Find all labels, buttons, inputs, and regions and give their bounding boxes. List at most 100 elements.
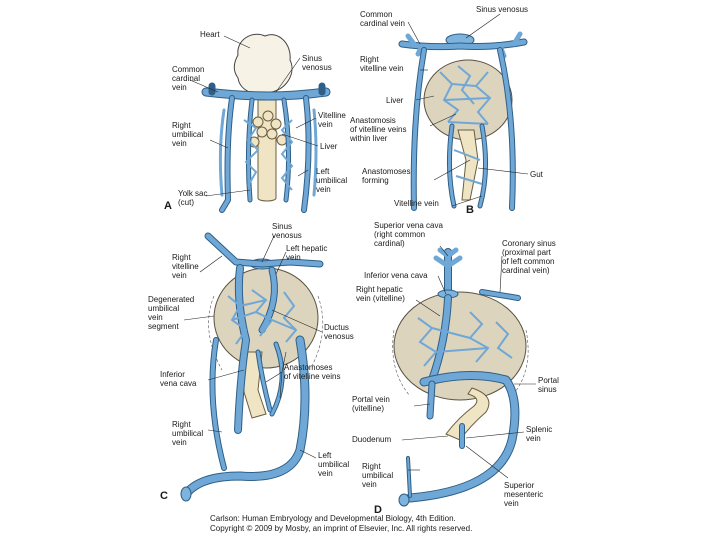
label-a-left-umbilical-3: vein: [316, 185, 331, 194]
panel-d-letter: D: [374, 504, 382, 516]
label-c-degenerated-1: Degenerated: [148, 295, 194, 304]
label-d-sup-mesenteric-2: mesenteric: [504, 490, 543, 499]
label-c-ivc-2: vena cava: [160, 379, 197, 388]
label-a-vitelline-1: Vitelline: [318, 111, 346, 120]
label-b-common-cardinal-1: Common: [360, 10, 392, 19]
panel-d-leaders: [401, 245, 536, 479]
panel-a-leaders: [189, 35, 319, 197]
label-d-right-hepatic-2: vein (vitelline): [356, 294, 405, 303]
label-c-sinus-venosus-1: Sinus: [272, 222, 292, 231]
label-c-degenerated-2: umbilical: [148, 304, 179, 313]
label-c-left-umbilical-3: vein: [318, 469, 333, 478]
label-b-right-vitelline-1: Right: [360, 55, 379, 64]
label-b-anastomoses-forming-1: Anastomoses: [362, 167, 410, 176]
label-a-yolk-sac-2: (cut): [178, 198, 194, 207]
label-b-anastomosis-1: Anastomosis: [350, 116, 396, 125]
label-a-right-umbilical-2: umbilical: [172, 130, 203, 139]
panel-c-veins: [180, 232, 324, 502]
panel-d-veins: [398, 247, 521, 507]
label-c-left-umbilical-1: Left: [318, 451, 332, 460]
label-a-sinus-venosus-1: Sinus: [302, 54, 322, 63]
label-d-svc-3: cardinal): [374, 239, 405, 248]
label-d-svc-2: (right common: [374, 230, 425, 239]
label-a-right-umbilical-3: vein: [172, 139, 187, 148]
label-c-right-umbilical-2: umbilical: [172, 429, 203, 438]
label-d-portal-vein-2: (vitelline): [352, 404, 384, 413]
label-d-coronary-2: (proximal part: [502, 248, 552, 257]
panel-c-leaders: [183, 235, 323, 459]
label-d-sup-mesenteric-1: Superior: [504, 481, 535, 490]
panel-b: B Common cardinal vein Sinus venosus Rig…: [349, 5, 544, 216]
label-a-common-cardinal-3: vein: [172, 83, 187, 92]
label-c-sinus-venosus-2: venosus: [272, 231, 302, 240]
duodenum-d-shape: [445, 387, 490, 441]
label-c-left-hepatic-2: vein: [286, 253, 301, 262]
label-d-svc-1: Superior vena cava: [374, 221, 443, 230]
panel-b-veins: [398, 31, 528, 211]
liver-b-shape: [423, 59, 513, 141]
label-d-portal-sinus-1: Portal: [538, 376, 559, 385]
label-b-gut: Gut: [530, 170, 544, 179]
label-a-left-umbilical-2: umbilical: [316, 176, 347, 185]
label-c-left-hepatic-1: Left hepatic: [286, 244, 327, 253]
label-a-common-cardinal-2: cardinal: [172, 74, 200, 83]
panel-a-letter: A: [164, 200, 172, 212]
label-c-right-umbilical-3: vein: [172, 438, 187, 447]
label-b-common-cardinal-2: cardinal vein: [360, 19, 405, 28]
label-d-portal-vein-1: Portal vein: [352, 395, 390, 404]
panel-a-veins: [201, 82, 331, 213]
label-d-splenic-2: vein: [526, 434, 541, 443]
label-c-anastomoses-2: of vitelline veins: [284, 372, 340, 381]
label-b-anastomosis-3: within liver: [349, 134, 388, 143]
panel-b-leaders: [407, 13, 529, 207]
panel-c: C Sinus venosus Left hepatic vein Right …: [148, 222, 354, 502]
heart-shape: [233, 33, 293, 95]
label-d-coronary-3: of left common: [502, 257, 554, 266]
label-a-yolk-sac-1: Yolk sac: [178, 189, 208, 198]
label-a-right-umbilical-1: Right: [172, 121, 191, 130]
label-a-liver: Liver: [320, 142, 338, 151]
label-c-right-vitelline-3: vein: [172, 271, 187, 280]
label-c-degenerated-4: segment: [148, 322, 179, 331]
label-d-coronary-4: cardinal vein): [502, 266, 550, 275]
label-a-left-umbilical-1: Left: [316, 167, 330, 176]
label-a-common-cardinal-1: Common: [172, 65, 204, 74]
label-a-vitelline-2: vein: [318, 120, 333, 129]
label-b-right-vitelline-2: vitelline vein: [360, 64, 404, 73]
label-c-right-vitelline-1: Right: [172, 253, 191, 262]
label-c-ductus-1: Ductus: [324, 323, 349, 332]
label-c-left-umbilical-2: umbilical: [318, 460, 349, 469]
label-b-liver: Liver: [386, 96, 404, 105]
label-c-ductus-2: venosus: [324, 332, 354, 341]
panel-a: A Heart Common cardinal vein Sinus venos…: [164, 30, 347, 213]
label-c-ivc-1: Inferior: [160, 370, 185, 379]
label-c-degenerated-3: vein: [148, 313, 163, 322]
label-d-right-umbilical-3: vein: [362, 480, 377, 489]
label-d-ivc: Inferior vena cava: [364, 271, 428, 280]
label-b-sinus-venosus: Sinus venosus: [476, 5, 528, 14]
label-c-right-vitelline-2: vitelline: [172, 262, 199, 271]
label-b-anastomosis-2: of vitelline veins: [350, 125, 406, 134]
label-heart: Heart: [200, 30, 220, 39]
panel-b-letter: B: [466, 204, 474, 216]
label-b-anastomoses-forming-2: forming: [362, 176, 389, 185]
label-d-right-umbilical-1: Right: [362, 462, 381, 471]
panel-d: D Superior vena cava (right common cardi…: [352, 221, 559, 516]
label-d-right-umbilical-2: umbilical: [362, 471, 393, 480]
caption-line-2: Copyright © 2009 by Mosby, an imprint of…: [210, 524, 473, 533]
label-c-right-umbilical-1: Right: [172, 420, 191, 429]
label-d-splenic-1: Splenic: [526, 425, 552, 434]
label-d-portal-sinus-2: sinus: [538, 385, 557, 394]
liver-c-dashed-outline: [208, 295, 324, 371]
label-d-coronary-1: Coronary sinus: [502, 239, 556, 248]
label-b-vitelline: Vitelline vein: [394, 199, 439, 208]
label-d-right-hepatic-1: Right hepatic: [356, 285, 403, 294]
panel-c-letter: C: [160, 490, 168, 502]
label-d-sup-mesenteric-3: vein: [504, 499, 519, 508]
label-c-anastomoses-1: Anastomoses: [284, 363, 332, 372]
label-d-duodenum: Duodenum: [352, 435, 391, 444]
caption-line-1: Carlson: Human Embryology and Developmen…: [210, 514, 456, 523]
label-a-sinus-venosus-2: venosus: [302, 63, 332, 72]
